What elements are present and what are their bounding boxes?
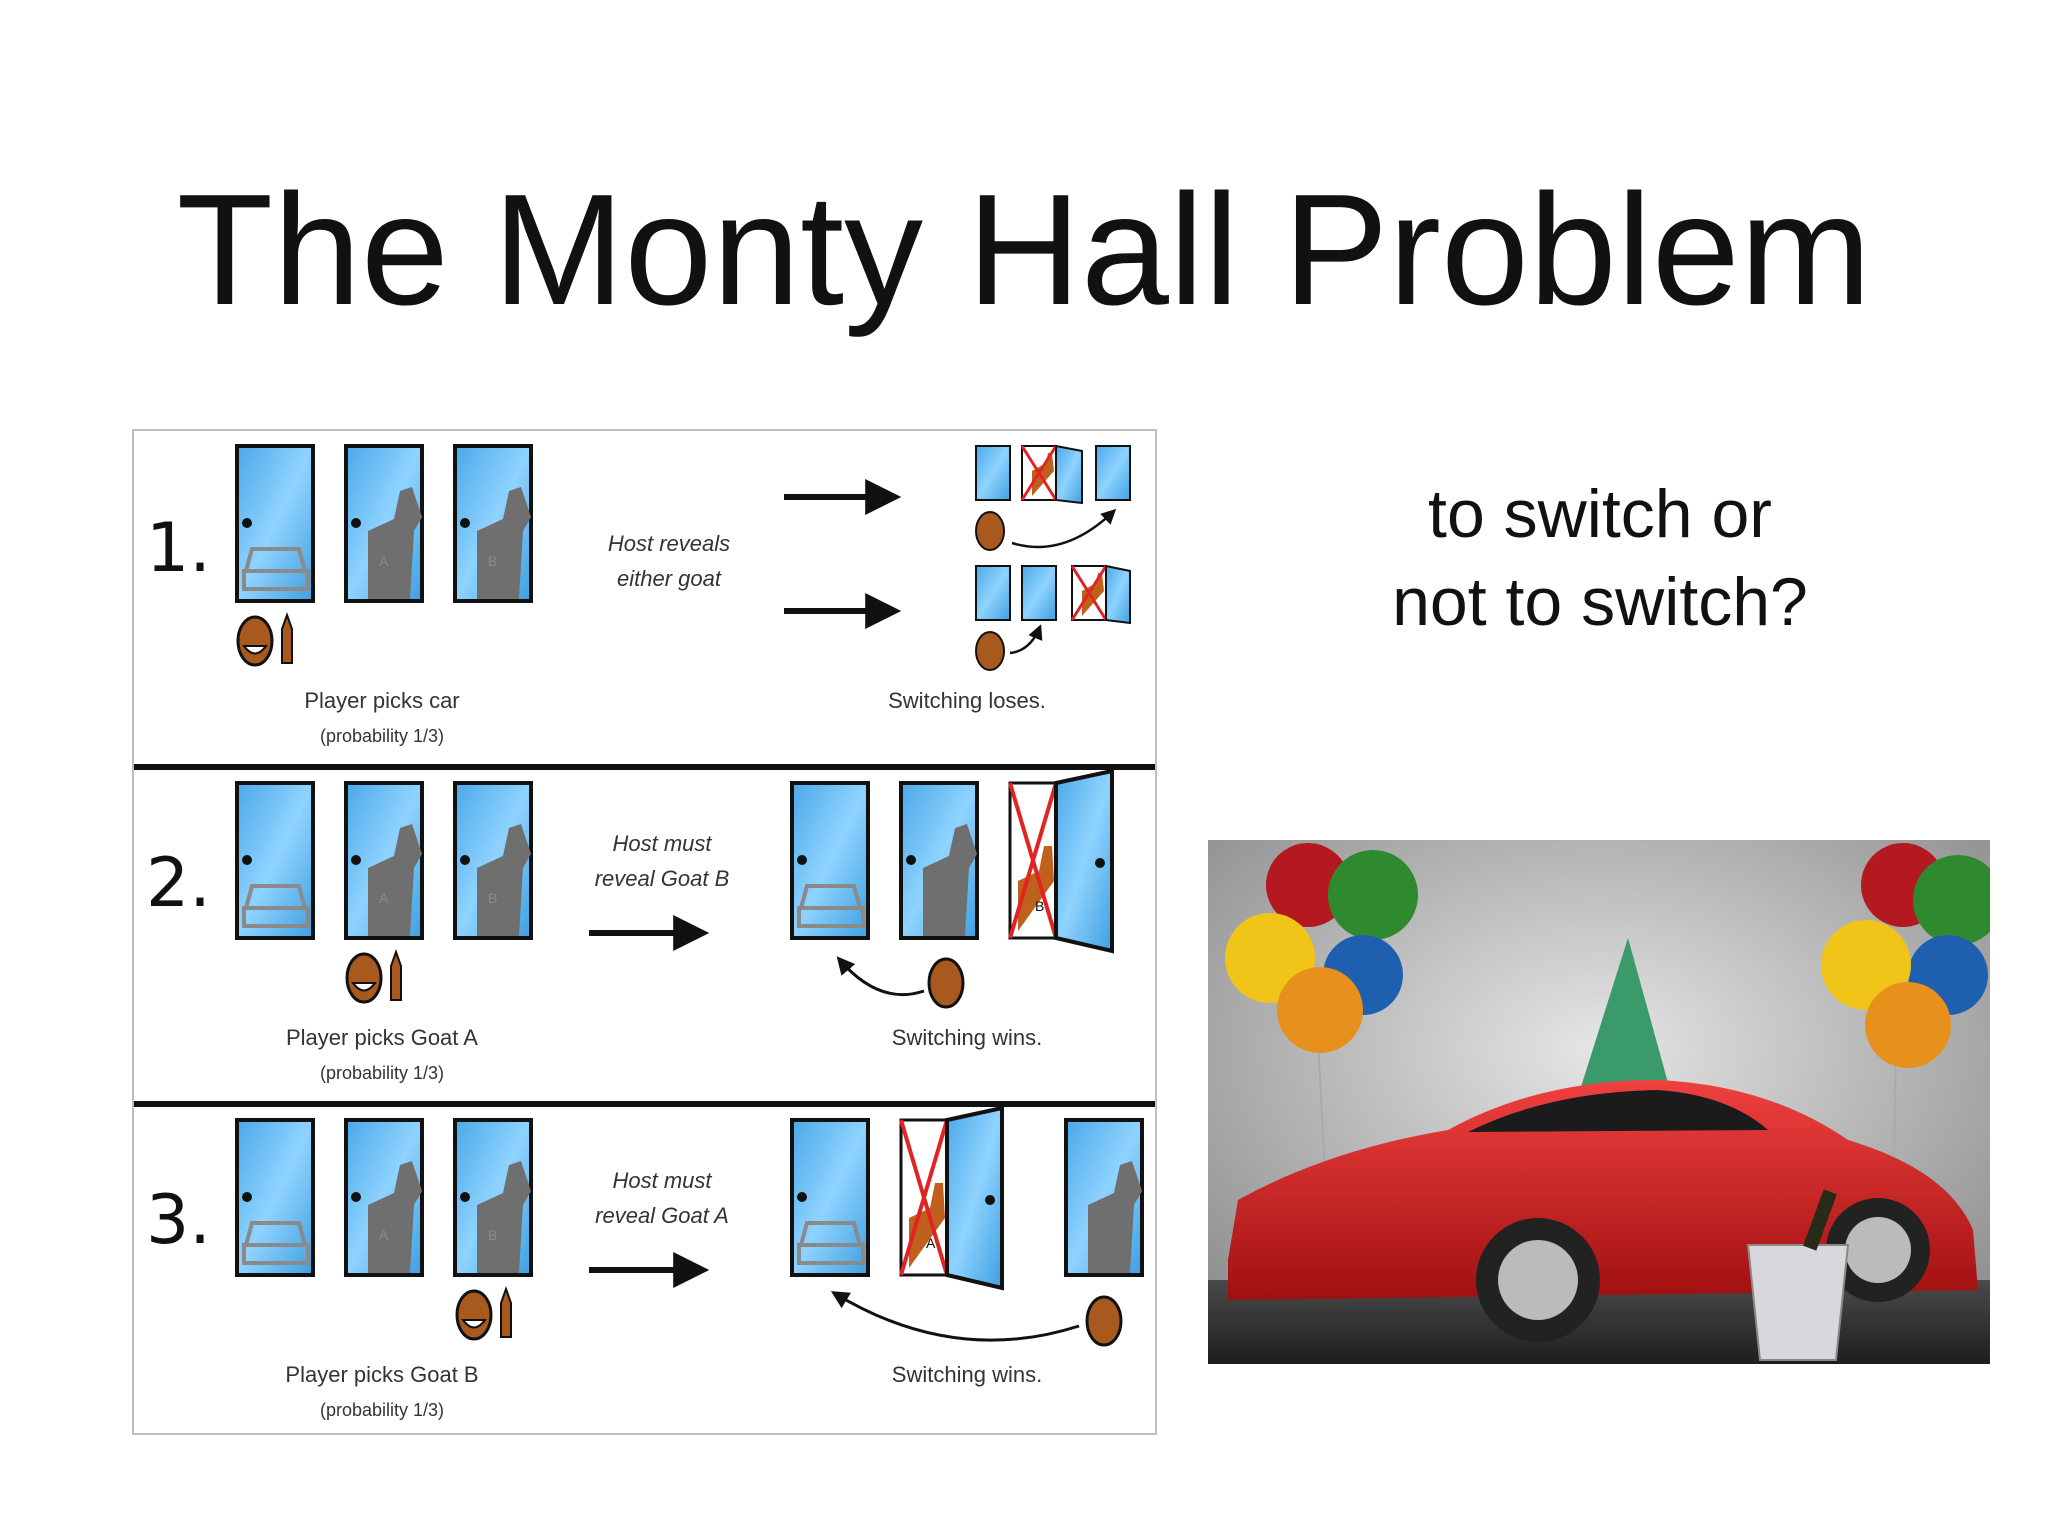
row-2-probability: (probability 1/3) [320,1063,444,1083]
goat-label: B [1035,898,1044,914]
switch-arrow-icon [836,956,925,997]
row-3-host-line-1: Host must [612,1168,712,1193]
photo-canvas [1208,840,1990,1364]
goat-label: A [379,890,389,906]
diagram-canvas: 1. A B [134,444,1155,1420]
row-3-door-goat-b: B [453,1118,533,1277]
row-1-door-car [235,444,315,603]
player-face-icon [236,612,293,667]
goat-icon [1018,846,1054,931]
row-3: 3. A B [146,1105,1144,1420]
player-face-icon [1085,1295,1123,1347]
row-1-door-goat-a: A [344,444,424,603]
row-3-door-car [235,1118,315,1277]
car-icon [797,884,865,928]
switch-arrow-icon [1009,624,1043,655]
row-1-outcome-a [975,444,1131,551]
row-1-outcome-b [975,564,1131,671]
cross-icon [899,1119,949,1276]
car-icon [242,547,310,591]
player-face-icon [345,949,402,1004]
row-1-host-line-2: either goat [617,566,722,591]
row-1-probability: (probability 1/3) [320,726,444,746]
car-icon [242,1221,310,1265]
row-2-host-line-2: reveal Goat B [595,866,730,891]
switch-arrow-icon [830,1291,1080,1342]
slide-title: The Monty Hall Problem [176,162,1872,338]
row-1-result: Switching loses. [888,688,1046,713]
row-1-host-line-1: Host reveals [608,531,730,556]
car-icon [797,1221,865,1265]
goat-label: B [488,890,497,906]
row-separator-2 [134,1101,1155,1107]
player-face-icon [975,631,1005,671]
row-2-result: Switching wins. [892,1025,1042,1050]
slide-question: to switch or not to switch? [1320,470,1880,646]
row-2-outcome: B [790,768,1114,1009]
goat-icon [923,824,977,936]
row-3-number: 3. [146,1181,211,1260]
cross-icon [1008,782,1058,939]
row-3-pick-text: Player picks Goat B [285,1362,478,1387]
champagne-bucket-icon [1746,1189,1850,1361]
row-3-probability: (probability 1/3) [320,1400,444,1420]
row-2-door-goat-a: A [344,781,424,940]
goat-label: B [488,553,497,569]
goat-icon [909,1183,945,1268]
row-1-door-goat-b: B [453,444,533,603]
goat-label: A [379,553,389,569]
player-face-icon [927,957,965,1009]
car-party-photo [1208,840,1990,1364]
row-3-outcome: A [790,1105,1144,1347]
cross-icon [1020,445,1058,501]
party-hat-icon [1580,938,1670,1090]
goat-label: B [488,1227,497,1243]
row-2-host-line-1: Host must [612,831,712,856]
row-1: 1. A B [146,444,1131,746]
row-3-door-goat-a: A [344,1118,424,1277]
goat-icon [368,824,422,936]
row-separator-1 [134,764,1155,770]
row-3-host-line-2: reveal Goat A [595,1203,729,1228]
question-line-1: to switch or [1428,476,1772,552]
row-1-number: 1. [146,509,211,588]
row-2: 2. A B [146,768,1114,1083]
cross-icon [1070,565,1108,621]
row-2-pick-text: Player picks Goat A [286,1025,478,1050]
monty-hall-diagram: 1. A B [132,429,1157,1435]
row-2-door-goat-b: B [453,781,533,940]
car-icon [242,884,310,928]
goat-icon [477,487,531,599]
goat-label: A [926,1235,936,1251]
goat-icon [368,1161,422,1273]
row-3-result: Switching wins. [892,1362,1042,1387]
player-face-icon [455,1286,512,1341]
goat-icon [477,824,531,936]
row-1-pick-text: Player picks car [304,688,459,713]
question-line-2: not to switch? [1392,564,1808,640]
balloons-right-icon [1821,843,1990,1221]
player-face-icon [975,511,1005,551]
row-2-door-car [235,781,315,940]
switch-arrow-icon [1011,508,1117,549]
goat-icon [477,1161,531,1273]
goat-label: A [379,1227,389,1243]
goat-icon [368,487,422,599]
row-2-number: 2. [146,844,211,923]
goat-icon [1088,1161,1142,1273]
balloons-left-icon [1225,843,1418,1231]
